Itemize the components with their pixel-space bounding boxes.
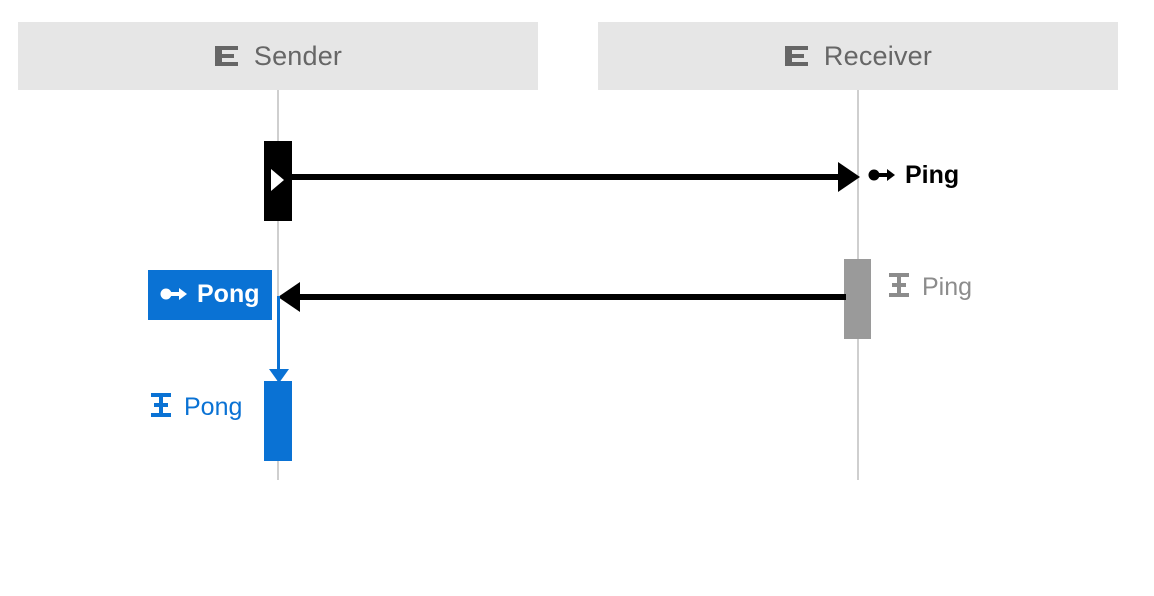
message-label-pong: Pong xyxy=(148,270,272,320)
participant-icon xyxy=(784,44,810,68)
participant-receiver-label: Receiver xyxy=(823,40,933,71)
state-label-pong-text: Pong xyxy=(184,393,243,421)
participant-sender[interactable]: Sender xyxy=(18,22,538,90)
message-label-ping-text: Ping xyxy=(905,161,960,189)
activation-bar-sender-2 xyxy=(264,381,292,461)
participant-icon xyxy=(214,44,240,68)
message-line-ping xyxy=(292,174,840,180)
state-label-pong: Pong xyxy=(150,392,242,423)
activation-bar-receiver-1 xyxy=(844,259,871,339)
message-send-icon xyxy=(868,163,896,188)
activation-start-marker-icon xyxy=(271,169,284,191)
return-arrowhead-pong xyxy=(269,369,289,383)
state-icon xyxy=(150,392,172,423)
message-send-icon xyxy=(160,282,188,307)
message-label-pong-text: Pong xyxy=(197,280,260,308)
message-label-ping: Ping xyxy=(868,163,959,188)
message-arrowhead-ping xyxy=(838,162,860,192)
message-arrowhead-pong xyxy=(278,282,300,312)
state-label-ping: Ping xyxy=(888,272,972,303)
state-icon xyxy=(888,272,910,303)
state-label-ping-text: Ping xyxy=(922,273,973,301)
message-line-pong xyxy=(300,294,846,300)
participant-receiver[interactable]: Receiver xyxy=(598,22,1118,90)
return-line-pong xyxy=(277,296,280,372)
participant-sender-label: Sender xyxy=(253,40,343,71)
